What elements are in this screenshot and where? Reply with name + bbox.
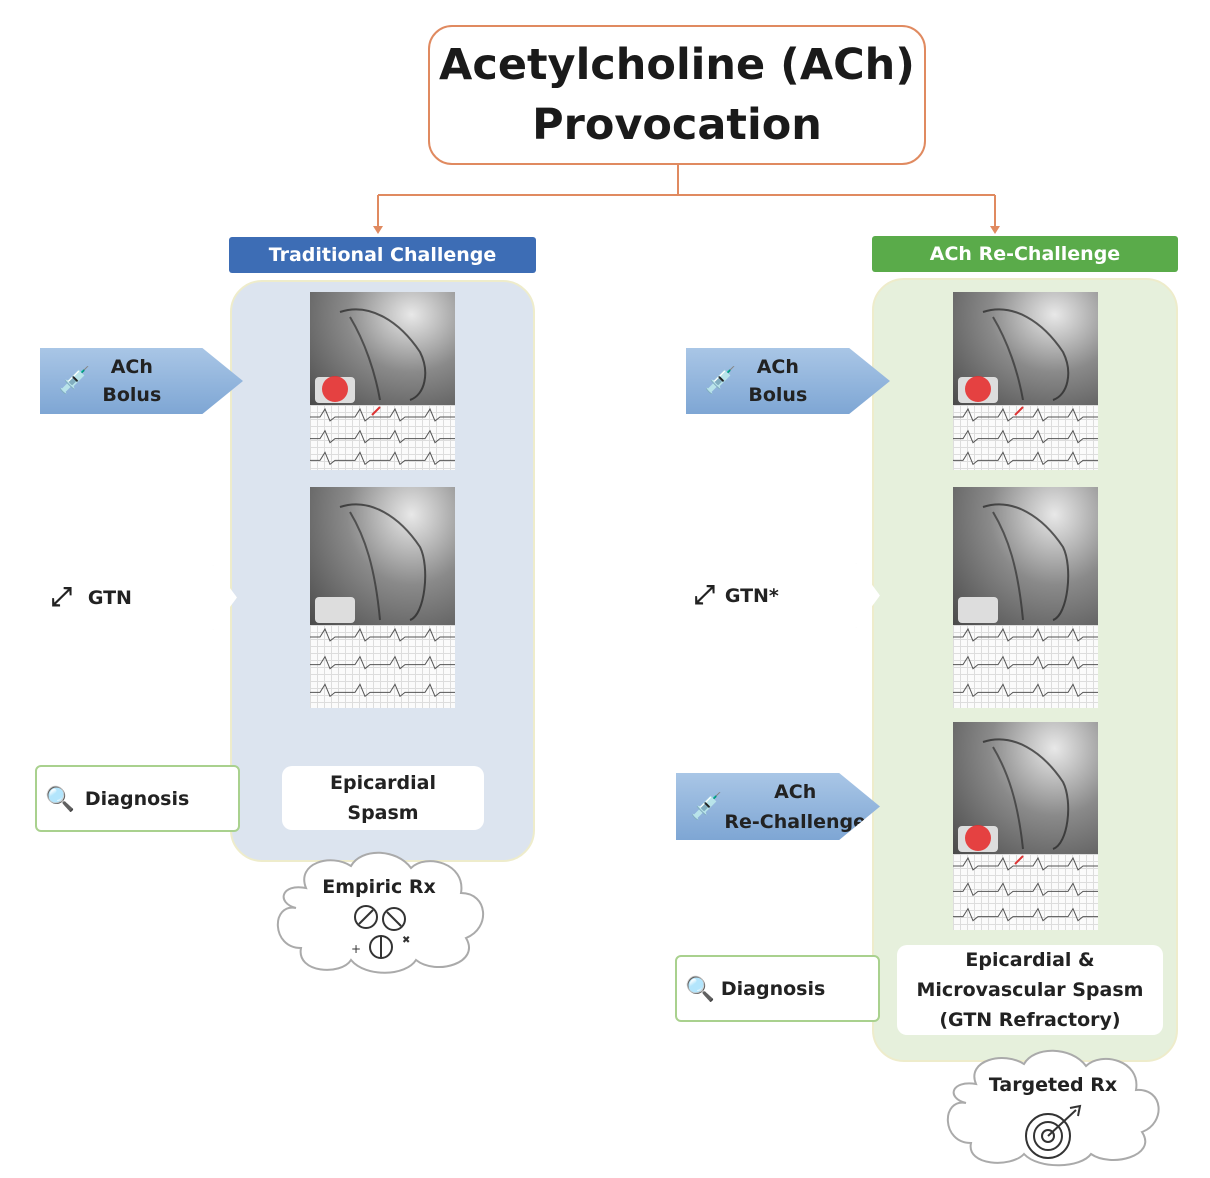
- empiric-rx-label: Empiric Rx: [322, 876, 436, 898]
- result-line: (GTN Refractory): [939, 1009, 1121, 1031]
- result-line: Epicardial: [330, 772, 436, 794]
- target-icon: [1025, 1104, 1082, 1159]
- syringe-icon: 💉: [704, 366, 737, 396]
- ecg-trace: [953, 854, 1098, 930]
- ecg-trace: [310, 405, 455, 470]
- step-label: Diagnosis: [720, 977, 826, 1000]
- title-box: Acetylcholine (ACh) Provocation: [428, 25, 926, 165]
- step-label: GTN*: [724, 584, 779, 607]
- syringe-icon: 💉: [690, 791, 723, 822]
- left-gtn-step: ⤢ GTN: [35, 565, 237, 630]
- angiogram-image: [310, 292, 455, 405]
- step-label: ACh: [110, 356, 153, 378]
- title-line2: Provocation: [532, 100, 822, 150]
- dilate-arrows-icon: ⤢: [51, 582, 72, 612]
- svg-text:+: +: [351, 942, 361, 956]
- targeted-rx-cloud: Targeted Rx: [936, 1048, 1170, 1168]
- result-line: Microvascular Spasm: [916, 979, 1144, 1001]
- pills-icon: +✖: [351, 905, 410, 959]
- angiogram-image: [953, 292, 1098, 405]
- svg-text:✖: ✖: [402, 935, 410, 946]
- result-line: Spasm: [347, 802, 419, 824]
- result-line: Epicardial &: [965, 949, 1095, 971]
- step-label: Diagnosis: [84, 787, 190, 810]
- angiogram-image: [953, 722, 1098, 854]
- empiric-rx-cloud: Empiric Rx +✖: [266, 848, 492, 976]
- cloud-shape: [946, 1049, 1160, 1167]
- step-label: Re-Challenge: [724, 810, 866, 833]
- ecg-trace: [953, 625, 1098, 708]
- magnifier-icon: 🔍: [45, 784, 75, 813]
- step-label: ACh: [774, 780, 817, 803]
- step-label: Bolus: [748, 384, 808, 406]
- left-result-box: Epicardial Spasm: [282, 766, 484, 830]
- magnifier-icon: 🔍: [685, 974, 715, 1003]
- traditional-challenge-header: Traditional Challenge: [229, 237, 536, 273]
- connector-lines: [373, 165, 1000, 234]
- dilate-arrows-icon: ⤢: [694, 580, 715, 610]
- right-diagnosis-step: 🔍 Diagnosis: [675, 955, 880, 1022]
- step-label: Bolus: [102, 384, 162, 406]
- ach-rechallenge-header: ACh Re-Challenge: [872, 236, 1178, 272]
- right-result-box: Epicardial & Microvascular Spasm (GTN Re…: [897, 945, 1163, 1035]
- ecg-trace: [953, 405, 1098, 470]
- title-line1: Acetylcholine (ACh): [439, 40, 915, 90]
- ecg-trace: [310, 625, 455, 708]
- angiogram-image: [953, 487, 1098, 625]
- step-label: GTN: [87, 586, 132, 609]
- targeted-rx-label: Targeted Rx: [988, 1074, 1118, 1096]
- left-diagnosis-step: 🔍 Diagnosis: [35, 765, 240, 832]
- angiogram-image: [310, 487, 455, 625]
- right-gtn-step: ⤢ GTN*: [678, 563, 880, 628]
- syringe-icon: 💉: [58, 366, 91, 396]
- cloud-shape: [276, 851, 484, 974]
- step-label: ACh: [756, 356, 799, 378]
